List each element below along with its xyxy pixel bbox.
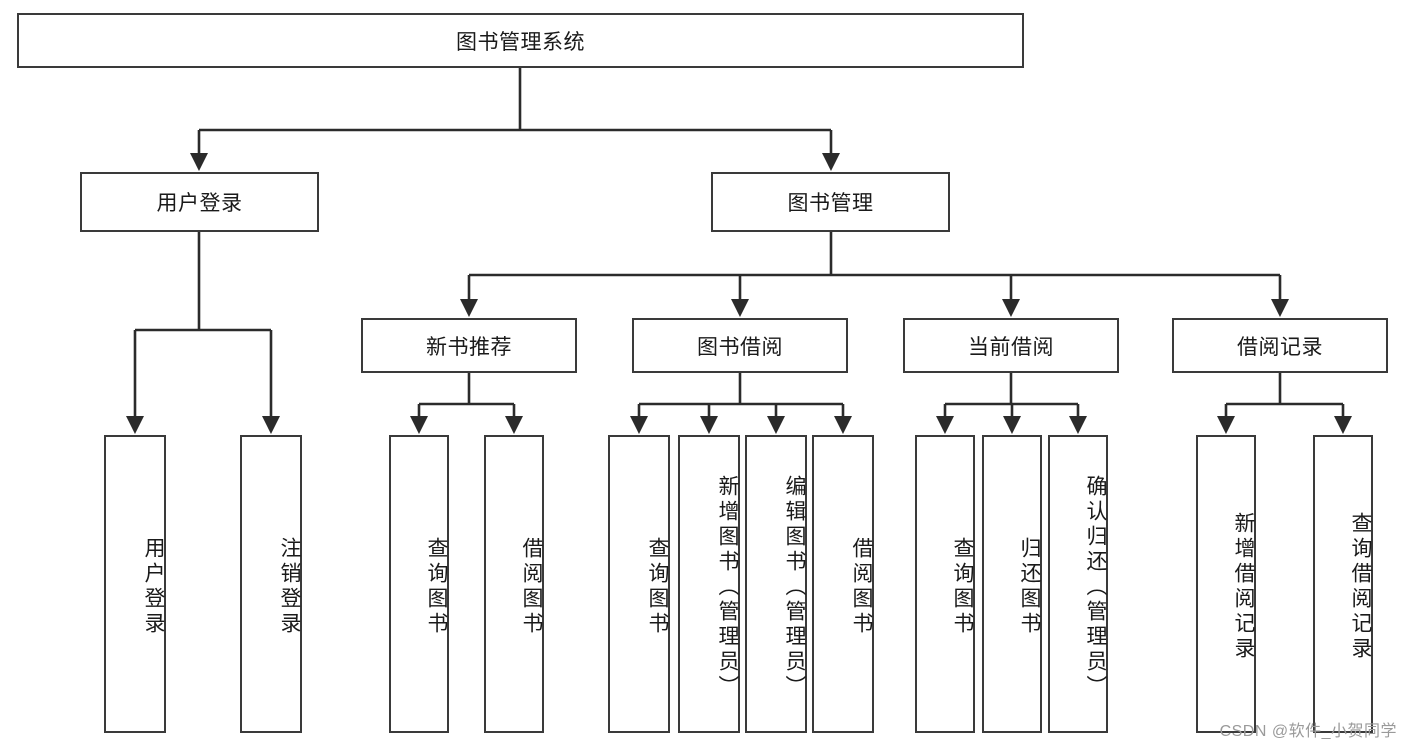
node-leaf-1[interactable]: 注销登录 (240, 435, 302, 733)
node-leaf-2-label: 查询图书 (425, 537, 448, 637)
node-level3-2-label: 当前借阅 (968, 335, 1054, 359)
node-leaf-9[interactable]: 归还图书 (982, 435, 1042, 733)
node-leaf-8[interactable]: 查询图书 (915, 435, 975, 733)
node-level2-0[interactable]: 用户登录 (80, 172, 319, 232)
node-level3-3-label: 借阅记录 (1237, 335, 1323, 359)
node-level2-1[interactable]: 图书管理 (711, 172, 950, 232)
node-level3-0[interactable]: 新书推荐 (361, 318, 577, 373)
node-leaf-6[interactable]: 编辑图书（管理员） (745, 435, 807, 733)
node-leaf-4-label: 查询图书 (646, 537, 669, 637)
node-leaf-10-label: 确认归还（管理员） (1084, 474, 1107, 700)
node-leaf-7[interactable]: 借阅图书 (812, 435, 874, 733)
node-leaf-6-label: 编辑图书（管理员） (783, 474, 806, 700)
node-level3-3[interactable]: 借阅记录 (1172, 318, 1388, 373)
node-level3-2[interactable]: 当前借阅 (903, 318, 1119, 373)
node-level2-0-label: 用户登录 (156, 192, 243, 215)
node-leaf-2[interactable]: 查询图书 (389, 435, 449, 733)
node-leaf-1-label: 注销登录 (278, 537, 301, 637)
node-leaf-3-label: 借阅图书 (520, 537, 543, 637)
node-leaf-12-label: 查询借阅记录 (1349, 512, 1372, 662)
node-leaf-10[interactable]: 确认归还（管理员） (1048, 435, 1108, 733)
node-level3-1-label: 图书借阅 (697, 335, 783, 359)
node-leaf-4[interactable]: 查询图书 (608, 435, 670, 733)
node-leaf-5[interactable]: 新增图书（管理员） (678, 435, 740, 733)
node-leaf-0-label: 用户登录 (142, 537, 165, 637)
node-leaf-0[interactable]: 用户登录 (104, 435, 166, 733)
node-leaf-11[interactable]: 新增借阅记录 (1196, 435, 1256, 733)
node-leaf-7-label: 借阅图书 (850, 537, 873, 637)
node-root-label: 图书管理系统 (456, 30, 585, 54)
node-level2-1-label: 图书管理 (787, 192, 874, 215)
node-leaf-8-label: 查询图书 (951, 537, 974, 637)
node-leaf-9-label: 归还图书 (1018, 537, 1041, 637)
node-leaf-11-label: 新增借阅记录 (1232, 512, 1255, 662)
node-leaf-3[interactable]: 借阅图书 (484, 435, 544, 733)
node-level3-1[interactable]: 图书借阅 (632, 318, 848, 373)
node-leaf-12[interactable]: 查询借阅记录 (1313, 435, 1373, 733)
node-level3-0-label: 新书推荐 (426, 335, 512, 359)
node-root[interactable]: 图书管理系统 (17, 13, 1024, 68)
watermark: CSDN @软件_小贺同学 (1219, 723, 1397, 740)
node-leaf-5-label: 新增图书（管理员） (716, 474, 739, 700)
